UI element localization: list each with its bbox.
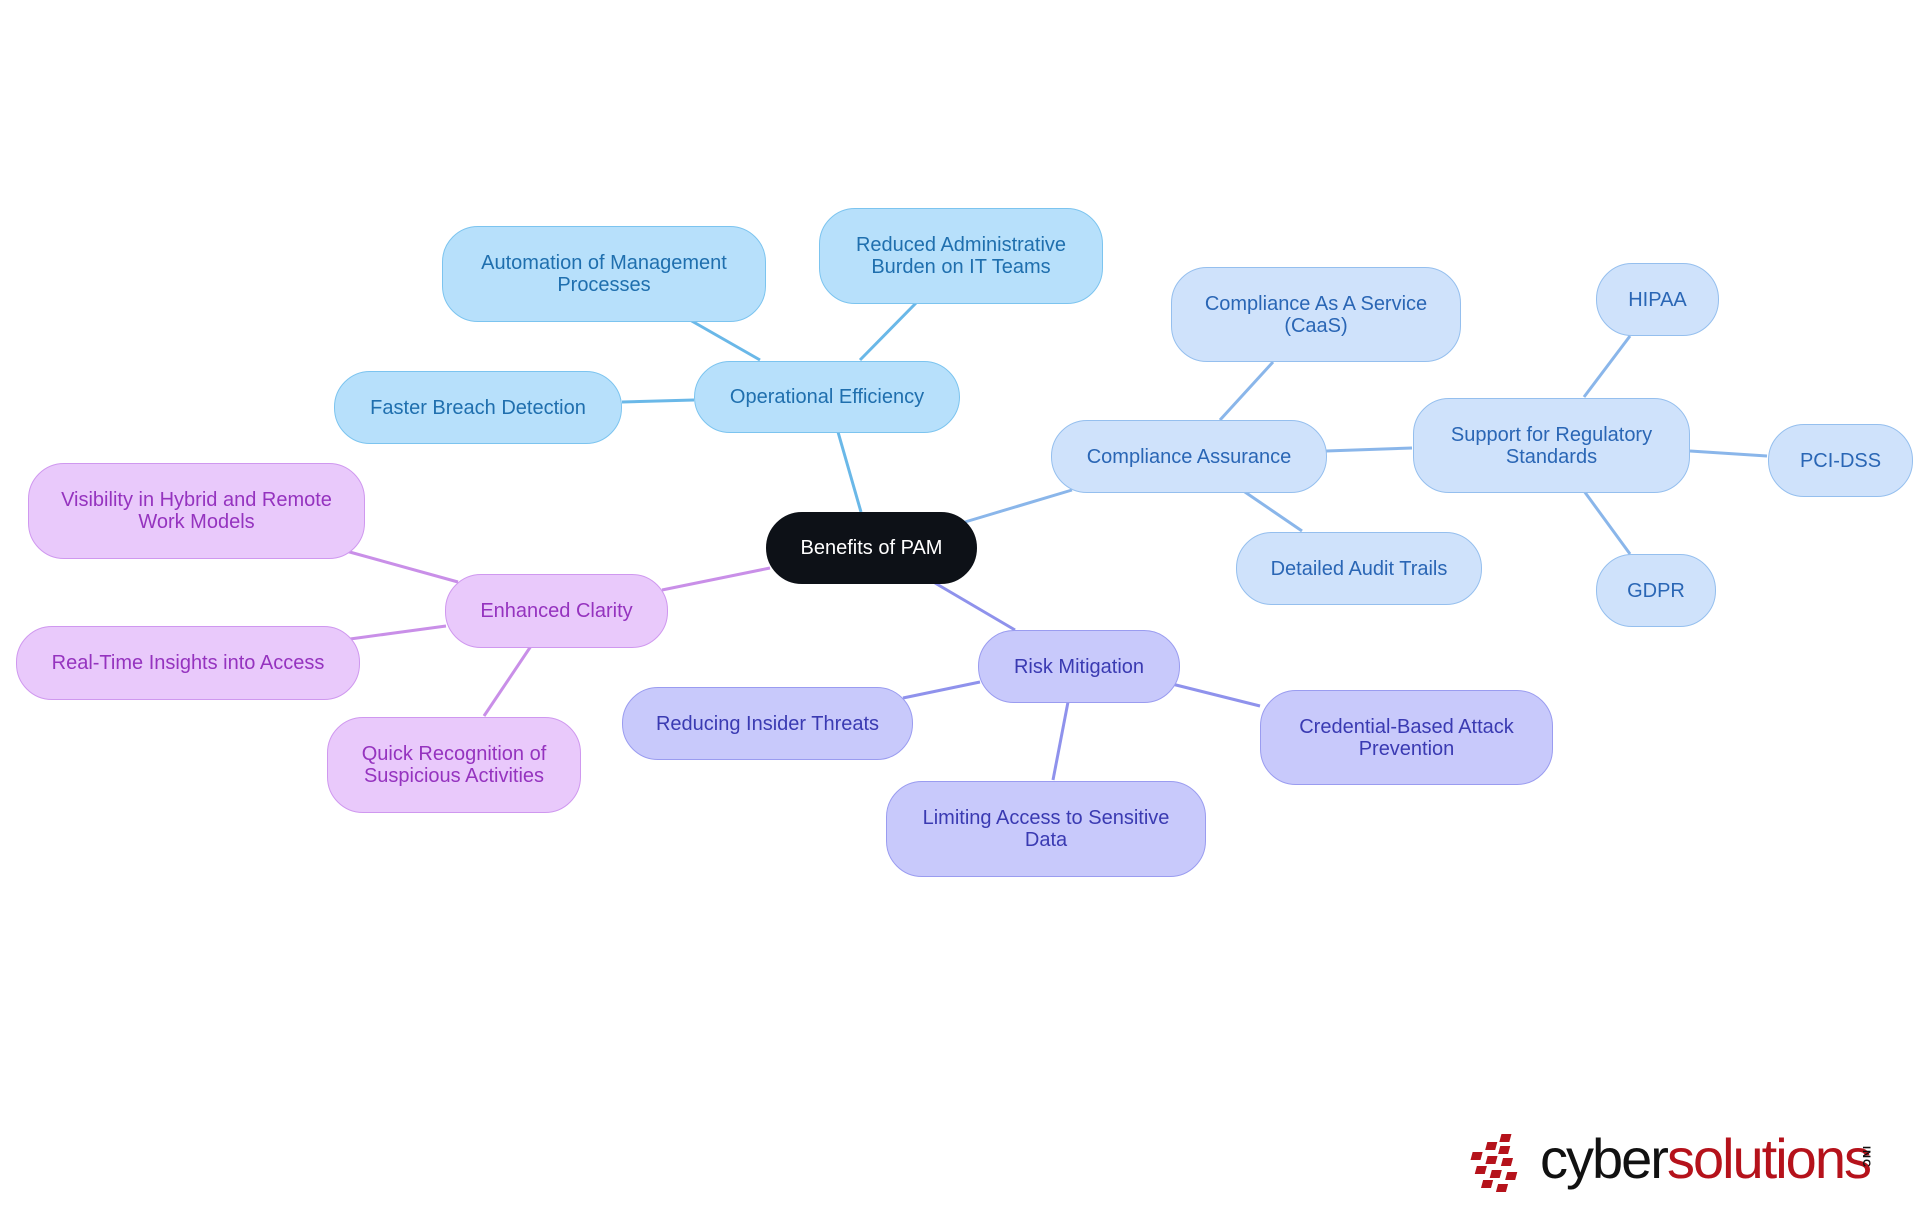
edge-compliance-audit xyxy=(1241,488,1303,533)
node-compliance-as-a-service[interactable]: Compliance As A Service (CaaS) xyxy=(1171,267,1461,362)
branch-operational-efficiency[interactable]: Operational Efficiency xyxy=(694,361,960,433)
root-node[interactable]: Benefits of PAM xyxy=(766,512,977,584)
node-credential-based-attack-prevention[interactable]: Credential-Based Attack Prevention xyxy=(1260,690,1553,785)
logo-word-cyber: cyber xyxy=(1540,1127,1669,1190)
logo-inc-suffix: INC xyxy=(1860,1146,1872,1168)
node-support-for-regulatory-standards[interactable]: Support for Regulatory Standards xyxy=(1413,398,1690,493)
edge-root-operational xyxy=(836,431,863,513)
edge-compliance-support xyxy=(1325,446,1413,453)
edge-risk-insider xyxy=(902,680,981,700)
node-quick-recognition-of-suspicious-activities[interactable]: Quick Recognition of Suspicious Activiti… xyxy=(327,717,581,813)
edge-compliance-caas xyxy=(1218,360,1275,422)
edge-operational-reduced xyxy=(858,300,919,362)
edge-root-compliance xyxy=(964,488,1073,524)
node-reducing-insider-threats[interactable]: Reducing Insider Threats xyxy=(622,687,913,760)
edge-risk-limiting xyxy=(1051,701,1070,781)
node-visibility-in-hybrid-and-remote-work[interactable]: Visibility in Hybrid and Remote Work Mod… xyxy=(28,463,365,559)
edge-clarity-quick xyxy=(482,645,533,717)
edge-support-hipaa xyxy=(1582,335,1632,398)
edge-support-gdpr xyxy=(1582,490,1632,555)
node-limiting-access-to-sensitive-data[interactable]: Limiting Access to Sensitive Data xyxy=(886,781,1206,877)
branch-enhanced-clarity[interactable]: Enhanced Clarity xyxy=(445,574,668,648)
edge-clarity-realtime xyxy=(349,624,447,641)
node-gdpr[interactable]: GDPR xyxy=(1596,554,1716,627)
node-pci-dss[interactable]: PCI-DSS xyxy=(1768,424,1913,497)
node-real-time-insights-into-access[interactable]: Real-Time Insights into Access xyxy=(16,626,360,700)
node-reduced-administrative-burden[interactable]: Reduced Administrative Burden on IT Team… xyxy=(819,208,1103,304)
logo-wordmark: cybersolutions xyxy=(1540,1127,1872,1190)
edge-root-risk xyxy=(934,581,1016,632)
node-detailed-audit-trails[interactable]: Detailed Audit Trails xyxy=(1236,532,1482,605)
edge-support-pci xyxy=(1689,449,1768,458)
node-automation-of-management-processes[interactable]: Automation of Management Processes xyxy=(442,226,766,322)
logo-word-solutions: solutions xyxy=(1666,1127,1872,1190)
logo-mark-icon xyxy=(1470,1134,1518,1192)
node-hipaa[interactable]: HIPAA xyxy=(1596,263,1719,336)
cybersolutions-logo: cybersolutions INC xyxy=(1468,1128,1888,1198)
branch-risk-mitigation[interactable]: Risk Mitigation xyxy=(978,630,1180,703)
edge-clarity-visibility xyxy=(345,549,459,584)
edge-operational-automation xyxy=(689,318,761,362)
edge-root-clarity xyxy=(661,566,771,592)
branch-compliance-assurance[interactable]: Compliance Assurance xyxy=(1051,420,1327,493)
edge-operational-faster xyxy=(621,398,695,404)
edge-risk-credential xyxy=(1167,681,1261,708)
node-faster-breach-detection[interactable]: Faster Breach Detection xyxy=(334,371,622,444)
